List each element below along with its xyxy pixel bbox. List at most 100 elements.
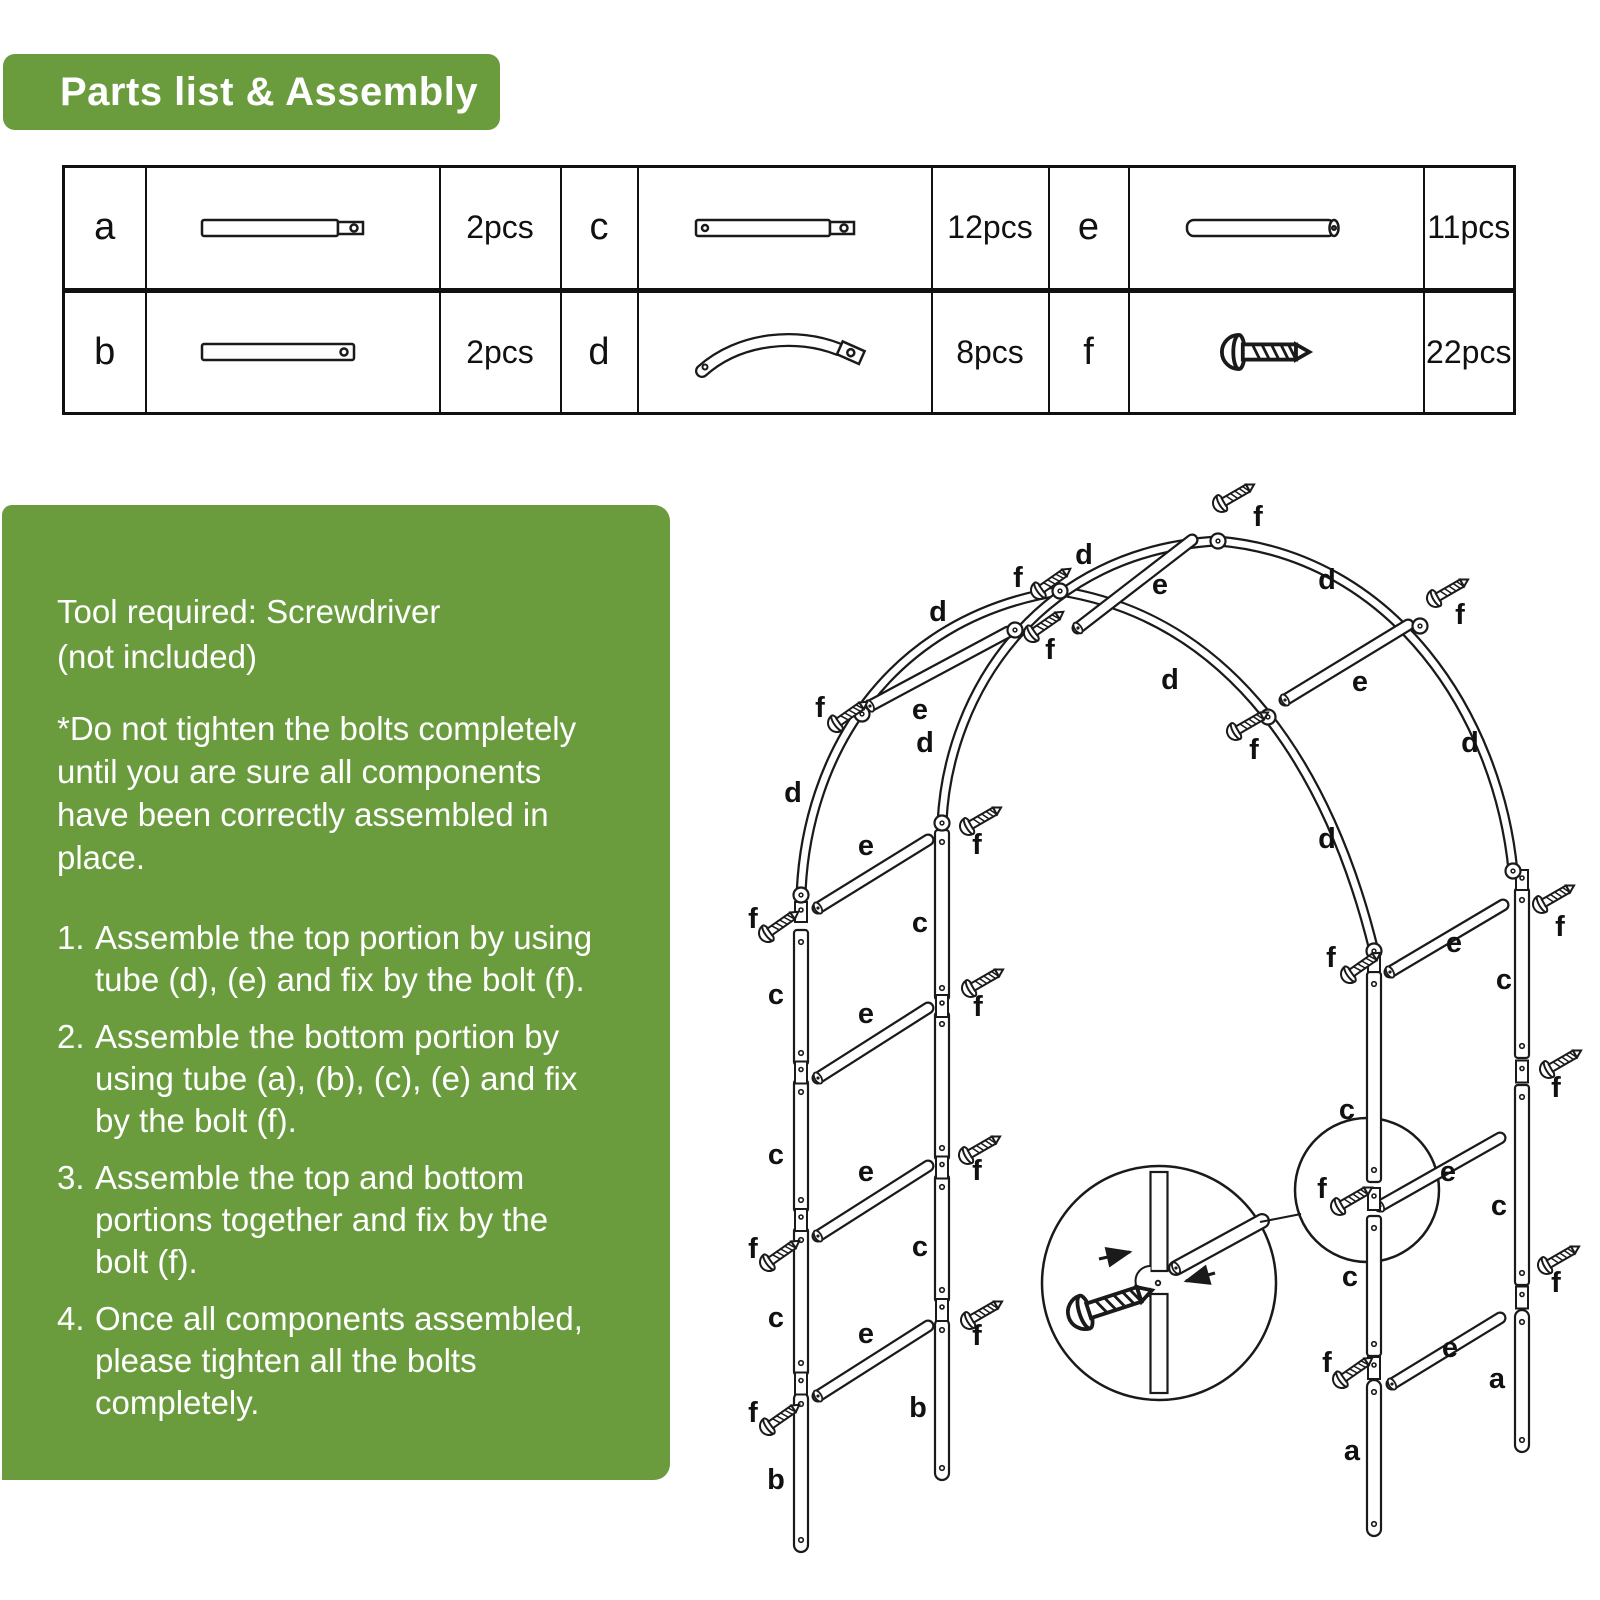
diagram-label-e: e [1446, 927, 1462, 959]
step-text: Assemble the top and bottom portions tog… [95, 1159, 549, 1280]
tube-joints [792, 532, 1522, 960]
part-qty-cell: 8pcs [930, 289, 1050, 415]
part-letter-cell: b [62, 289, 147, 415]
step-text: Assemble the bottom portion by using tub… [95, 1018, 578, 1139]
diagram-label-c: c [912, 1231, 928, 1263]
diagram-label-f: f [1326, 942, 1336, 974]
diagram-label-c: c [1496, 964, 1512, 996]
diagram-label-f: f [748, 903, 758, 935]
step-item: 4. Once all components assembled, please … [57, 1298, 632, 1424]
diagram-label-f: f [972, 1155, 982, 1187]
diagram-label-e: e [858, 830, 874, 862]
part-letter-cell: a [62, 165, 147, 293]
step-number: 1. [57, 919, 85, 956]
step-text: Assemble the top portion by using tube (… [95, 919, 593, 998]
part-e-tube-icon [1185, 218, 1340, 237]
diagram-label-f: f [1555, 911, 1565, 943]
diagram-label-c: c [1339, 1094, 1355, 1126]
diagram-label-e: e [858, 998, 874, 1030]
magnifier-detail [1098, 1170, 1302, 1395]
leg-tubes [792, 828, 1531, 1554]
step-number: 2. [57, 1018, 85, 1055]
diagram-label-b: b [767, 1464, 785, 1496]
warning-note: *Do not tighten the bolts completely unt… [57, 710, 577, 876]
bolt-icon [1422, 570, 1474, 612]
diagram-label-e: e [1152, 569, 1168, 601]
part-qty-cell: 11pcs [1422, 165, 1516, 293]
arch-tubes-d [795, 535, 1519, 957]
instructions-panel: Tool required: Screwdriver (not included… [2, 505, 670, 1480]
diagram-label-f: f [1551, 1072, 1561, 1104]
diagram-label-d: d [1318, 564, 1336, 596]
step-number: 4. [57, 1300, 85, 1337]
diagram-label-d: d [1161, 664, 1179, 696]
diagram-label-f: f [972, 1320, 982, 1352]
part-letter-cell: d [559, 289, 639, 415]
diagram-label-e: e [912, 694, 928, 726]
bolt-icon [957, 960, 1009, 1002]
step-item: 2. Assemble the bottom portion by using t… [57, 1016, 632, 1142]
part-icon-cell [1127, 165, 1425, 293]
cross-tubes-e [811, 533, 1510, 1403]
part-letter-cell: c [559, 165, 639, 293]
bolt-icon [1528, 876, 1580, 918]
diagram-label-a: a [1489, 1363, 1506, 1395]
diagram-label-e: e [1442, 1332, 1458, 1364]
diagram-label-c: c [1342, 1261, 1358, 1293]
diagram-label-c: c [768, 1139, 784, 1171]
diagram-label-d: d [1461, 727, 1479, 759]
section-header-banner: Parts list & Assembly [3, 54, 500, 130]
diagram-label-c: c [1491, 1190, 1507, 1222]
step-text: Once all components assembled, please ti… [95, 1300, 583, 1421]
diagram-label-b: b [909, 1392, 927, 1424]
diagram-label-f: f [748, 1233, 758, 1265]
part-c-tube-icon [694, 218, 855, 237]
page-title: Parts list & Assembly [60, 69, 479, 114]
diagram-label-f: f [1317, 1173, 1327, 1205]
diagram-label-d: d [916, 727, 934, 759]
diagram-label-c: c [912, 907, 928, 939]
bolt-icon [956, 1292, 1008, 1334]
part-f-bolt-icon [1220, 333, 1312, 372]
bolt-icon [1535, 1041, 1587, 1083]
diagram-label-f: f [1455, 599, 1465, 631]
diagram-label-f: f [1013, 562, 1023, 594]
part-a-tube-icon [200, 218, 364, 237]
part-icon-cell [144, 289, 441, 415]
diagram-label-d: d [1075, 539, 1093, 571]
diagram-label-f: f [973, 991, 983, 1023]
diagram-label-f: f [815, 692, 825, 724]
part-letter-cell: f [1047, 289, 1130, 415]
tool-required-note: Tool required: Screwdriver (not included… [57, 593, 441, 675]
part-icon-cell [636, 289, 933, 415]
part-qty-cell: 12pcs [930, 165, 1050, 293]
part-qty-cell: 2pcs [438, 165, 562, 293]
diagram-label-f: f [972, 829, 982, 861]
bolt-icon [1208, 475, 1260, 517]
assembly-steps: 1. Assemble the top portion by using tube… [57, 917, 632, 1424]
diagram-label-a: a [1344, 1435, 1361, 1467]
step-item: 1. Assemble the top portion by using tube… [57, 917, 632, 1001]
diagram-label-f: f [1322, 1347, 1332, 1379]
diagram-label-c: c [768, 1302, 784, 1334]
diagram-label-c: c [768, 979, 784, 1011]
diagram-label-f: f [1551, 1267, 1561, 1299]
part-letter-cell: e [1047, 165, 1130, 293]
diagram-label-f: f [1249, 734, 1259, 766]
part-icon-cell [144, 165, 441, 293]
diagram-label-d: d [784, 777, 802, 809]
step-number: 3. [57, 1159, 85, 1196]
diagram-label-d: d [929, 596, 947, 628]
diagram-label-d: d [1318, 823, 1336, 855]
part-icon-cell [636, 165, 933, 293]
diagram-label-e: e [858, 1318, 874, 1350]
part-d-curved-tube-icon [694, 333, 866, 379]
diagram-label-e: e [858, 1156, 874, 1188]
diagram-label-f: f [1045, 634, 1055, 666]
part-b-tube-icon [200, 343, 355, 362]
